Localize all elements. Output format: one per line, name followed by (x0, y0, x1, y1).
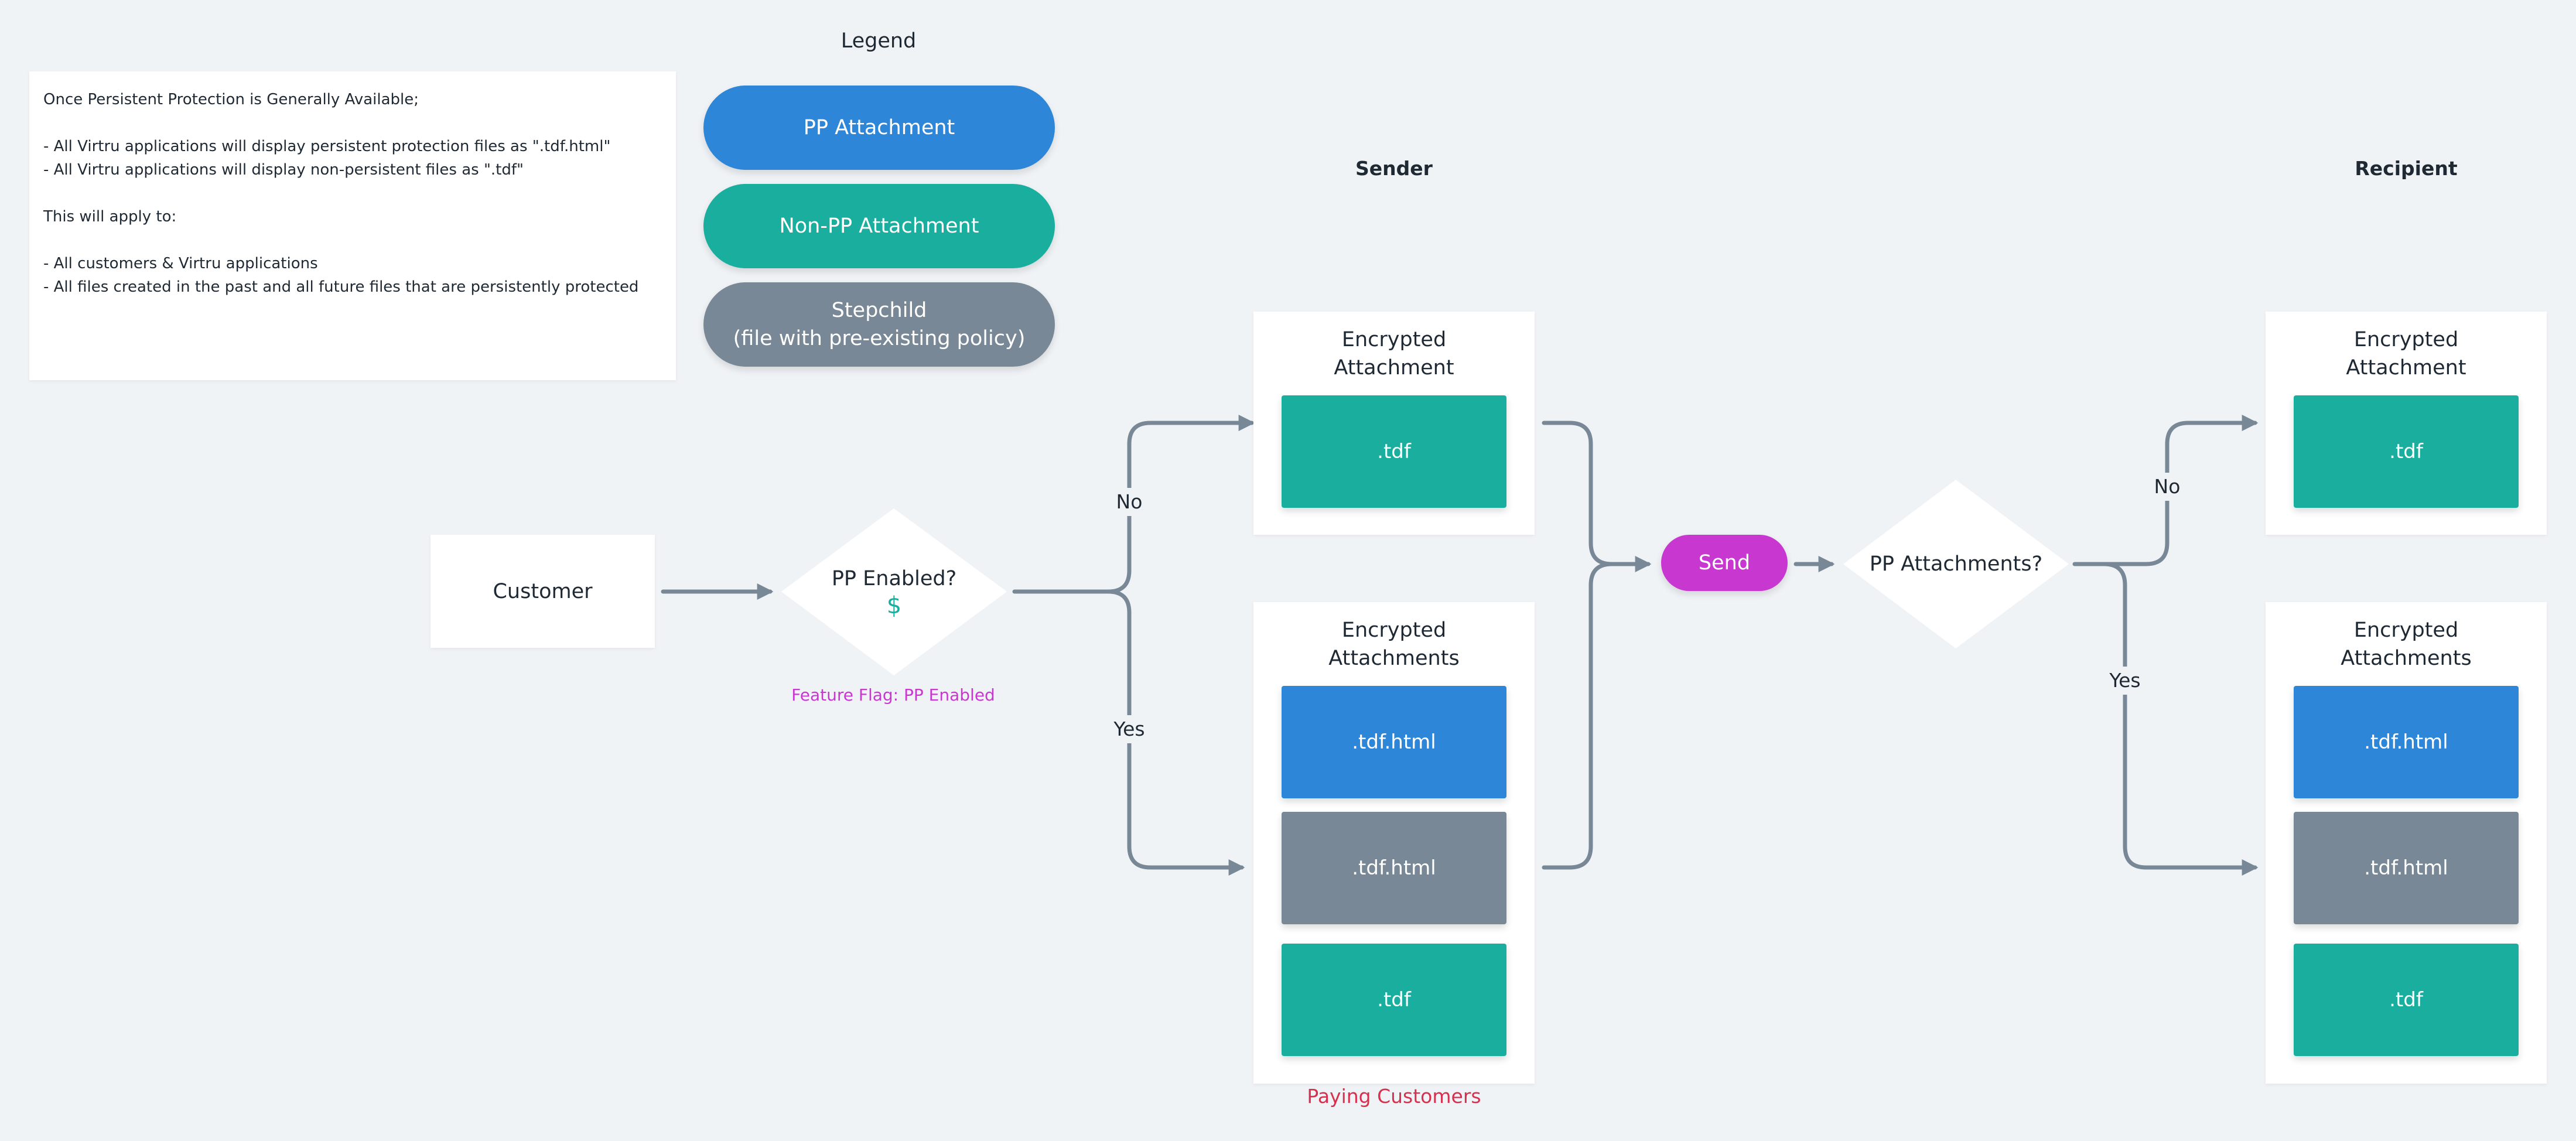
sender-multi-attachments: Encrypted Attachments .tdf.html .tdf.htm… (1253, 602, 1535, 1084)
recipient-multi-title-2: Attachments (2341, 647, 2472, 670)
recipient-tile-pp-label: .tdf.html (2364, 730, 2448, 754)
sender-tile-pp: .tdf.html (1282, 686, 1506, 798)
info-note-line: This will apply to: (43, 208, 177, 226)
info-note-line: - All customers & Virtru applications (43, 255, 318, 272)
recipient-single-title-1: Encrypted (2353, 328, 2459, 351)
legend-stepchild: Stepchild (file with pre-existing policy… (703, 282, 1055, 367)
sender-tile-non-pp: .tdf (1282, 944, 1506, 1056)
recipient-single-title-2: Attachment (2346, 356, 2466, 380)
info-note-line: - All files created in the past and all … (43, 278, 639, 296)
sender-tile-stepchild-label: .tdf.html (1352, 856, 1436, 880)
recipient-tile-stepchild-label: .tdf.html (2364, 856, 2448, 880)
legend-title: Legend (841, 29, 917, 53)
info-note-line: - All Virtru applications will display p… (43, 138, 611, 155)
diamond-shape (781, 508, 1007, 675)
send-node: Send (1661, 535, 1788, 591)
recipient-multi-title-1: Encrypted (2353, 619, 2459, 642)
sender-multi-title-2: Attachments (1328, 647, 1460, 670)
recipient-single-attachment: Encrypted Attachment .tdf (2266, 312, 2547, 535)
info-note-line: Once Persistent Protection is Generally … (43, 91, 419, 108)
no-label: No (1112, 488, 1146, 516)
customer-label: Customer (493, 579, 593, 603)
sender-single-title-1: Encrypted (1341, 328, 1447, 351)
sender-single-tile-label: .tdf (1377, 440, 1411, 463)
recipient-tile-stepchild: .tdf.html (2294, 812, 2519, 924)
info-note-text: Once Persistent Protection is Generally … (43, 88, 662, 299)
sender-header: Sender (1355, 157, 1433, 180)
legend-non-pp-attachment: Non-PP Attachment (703, 184, 1055, 268)
legend-stepchild-sublabel: (file with pre-existing policy) (733, 327, 1026, 350)
recipient-tile-pp: .tdf.html (2294, 686, 2519, 798)
sender-tile-pp-label: .tdf.html (1352, 730, 1436, 754)
paying-customers-label: Paying Customers (1307, 1085, 1481, 1108)
recipient-single-tile: .tdf (2294, 395, 2519, 508)
sender-single-title-2: Attachment (1334, 356, 1454, 380)
yes-label-container: Yes (1106, 715, 1153, 744)
info-note-line (43, 111, 662, 135)
sender-tile-non-pp-label: .tdf (1377, 988, 1411, 1012)
info-note: Once Persistent Protection is Generally … (29, 71, 676, 380)
pp-attachments-label: PP Attachments? (1869, 552, 2043, 576)
sender-tile-stepchild: .tdf.html (1282, 812, 1506, 924)
diamond-shape-2 (1843, 480, 2069, 648)
dollar-icon: $ (886, 592, 902, 619)
feature-flag-label: Feature Flag: PP Enabled (791, 685, 995, 705)
yes-label-2-container: Yes (2102, 666, 2148, 695)
legend-stepchild-label: Stepchild (831, 299, 927, 322)
info-note-line (43, 228, 662, 252)
send-label: Send (1698, 551, 1751, 575)
sender-multi-title-1: Encrypted (1341, 619, 1447, 642)
sender-single-attachment: Encrypted Attachment .tdf (1253, 312, 1535, 535)
edge-decision-yes (1106, 589, 1245, 876)
edge-sender-single-send (1542, 421, 1652, 572)
sender-single-tile: .tdf (1282, 395, 1506, 508)
pp-enabled-label: PP Enabled? (831, 566, 957, 590)
recipient-tile-non-pp: .tdf (2294, 944, 2519, 1056)
customer-node: Customer (431, 535, 655, 648)
pp-attachments-decision: PP Attachments? (1843, 480, 2069, 648)
recipient-tile-non-pp-label: .tdf (2389, 988, 2423, 1012)
legend-pp-label: PP Attachment (803, 116, 955, 139)
edge-decision2-yes (2102, 562, 2259, 876)
legend-pp-attachment: PP Attachment (703, 86, 1055, 170)
recipient-single-tile-label: .tdf (2389, 440, 2423, 463)
recipient-multi-attachments: Encrypted Attachments .tdf.html .tdf.htm… (2266, 602, 2547, 1084)
recipient-header: Recipient (2355, 157, 2458, 180)
info-note-line (43, 182, 662, 205)
yes-label-2: Yes (2106, 667, 2144, 695)
yes-label: Yes (1110, 715, 1149, 743)
pp-enabled-decision: PP Enabled? $ (781, 508, 1007, 675)
edge-sender-multi-send (1542, 562, 1614, 870)
info-note-line: - All Virtru applications will display n… (43, 161, 524, 179)
legend-non-pp-label: Non-PP Attachment (779, 214, 979, 238)
no-label-container: No (1106, 487, 1153, 517)
no-label-2-container: No (2144, 472, 2191, 501)
no-label-2: No (2150, 473, 2184, 501)
